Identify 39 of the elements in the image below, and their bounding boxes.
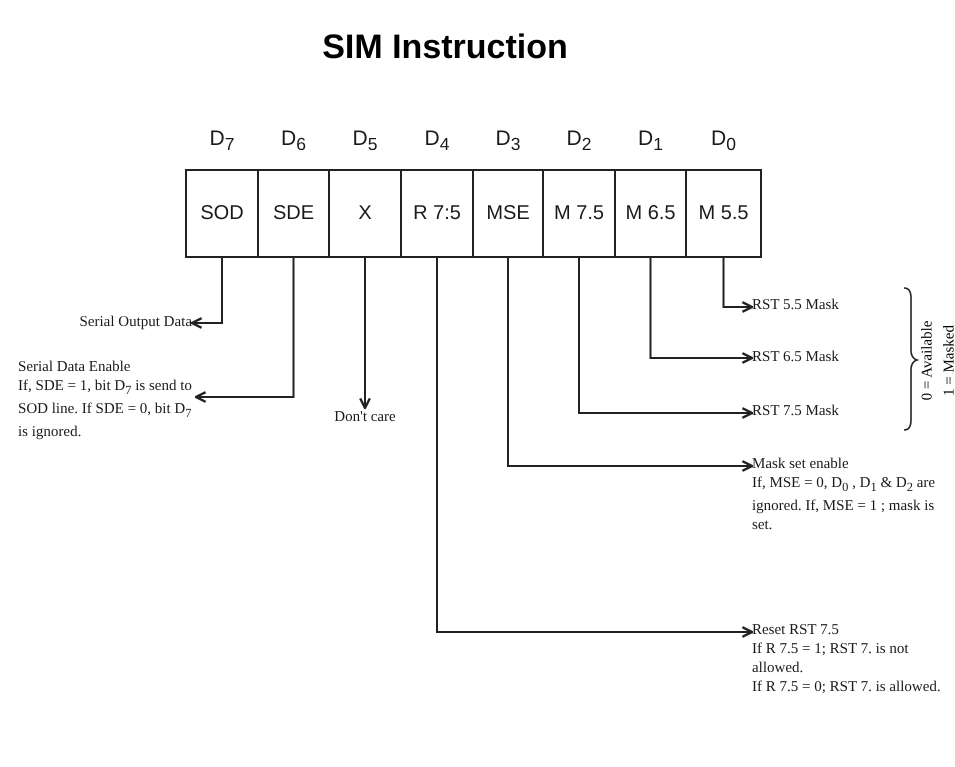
annotation-heading: Don't care: [333, 408, 397, 427]
arrow: [507, 258, 754, 472]
bit-field-name: M 7.5: [554, 202, 604, 225]
bit-field-name: SDE: [272, 202, 314, 225]
title: SIM Instruction: [321, 28, 569, 67]
bit-number-label: D$_{7}$: [208, 127, 236, 156]
brace-note: 0 = Available: [920, 320, 936, 402]
bit-number-label: D$_{5}$: [352, 127, 378, 156]
annotation-heading: RST 5.5 Mask: [752, 296, 840, 315]
bit-number-label: D$_{3}$: [494, 127, 522, 156]
annotation-heading: Reset RST 7.5: [752, 621, 840, 640]
arrow: [436, 258, 754, 638]
annotation-text: If R 7.5 = 1; RST 7. is not allowed.: [752, 640, 910, 678]
bit-field-name: MSE: [486, 202, 530, 225]
bit-field-name: SOD: [200, 202, 244, 225]
arrow: [578, 258, 754, 419]
bit-number-label: D$_{0}$: [710, 127, 737, 156]
arrow: [722, 258, 754, 313]
annotation-text: If, SDE = 1, bit D$_{7}$ is send to SOD line. If SDE = 0, bit D$_{7}$ is ignored.: [18, 377, 193, 442]
annotation-heading: RST 6.5 Mask: [752, 348, 840, 367]
bit-field-name: M 6.5: [625, 202, 676, 225]
arrow: [359, 258, 371, 410]
annotation-heading: Serial Output Data: [78, 313, 192, 332]
bit-number-label: D$_{6}$: [280, 127, 307, 156]
bit-number-label: D$_{4}$: [424, 127, 450, 156]
arrow: [190, 258, 223, 329]
annotation-heading: RST 7.5 Mask: [752, 402, 840, 421]
bit-field-name: X: [358, 202, 372, 225]
brace-note: 1 = Masked: [942, 324, 955, 398]
bit-field-name: M 5.5: [698, 202, 749, 225]
annotation-text: If R 7.5 = 0; RST 7. is allowed.: [752, 678, 942, 697]
annotation-heading: Serial Data Enable: [18, 358, 132, 377]
bit-number-label: D$_{2}$: [566, 127, 592, 156]
arrow: [650, 258, 754, 364]
bit-field-name: R 7:5: [413, 202, 461, 225]
bit-number-label: D$_{1}$: [637, 127, 664, 156]
annotation-text: If, MSE = 0, D$_{0}$ , D$_{1}$ & D$_{2}$ are ignored. If, MSE = 1 ; mask is set.: [752, 474, 936, 535]
arrow: [194, 258, 294, 403]
annotation-heading: Mask set enable: [752, 455, 850, 474]
